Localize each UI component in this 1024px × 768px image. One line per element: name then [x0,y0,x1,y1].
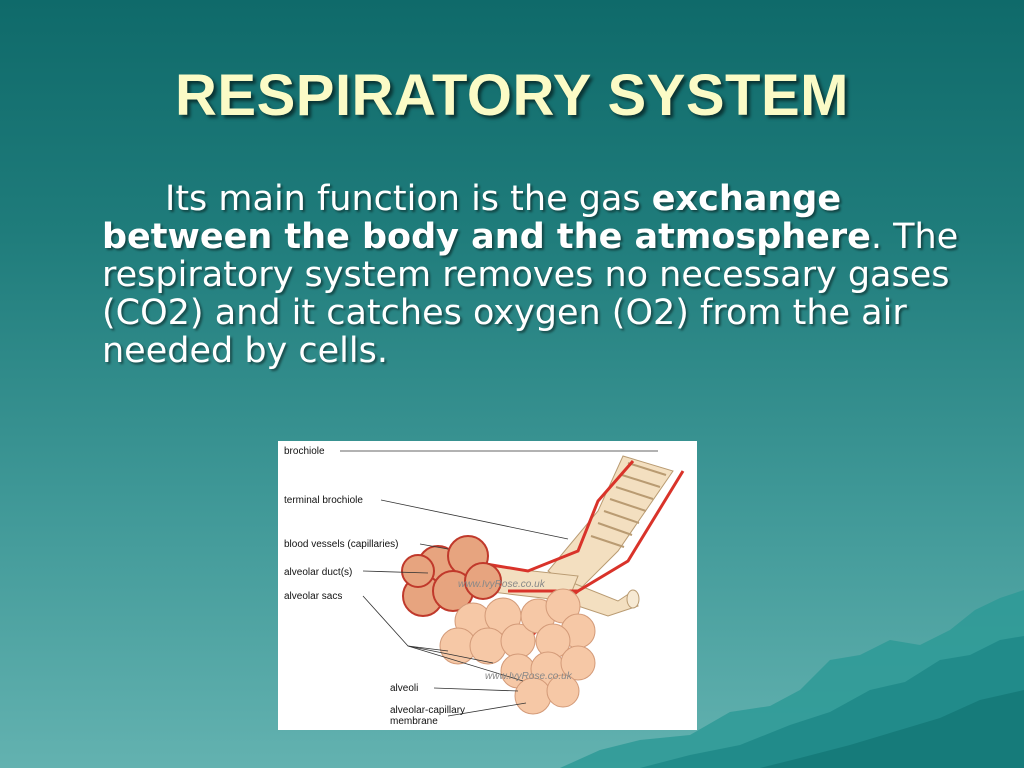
label-membrane-line1: alveolar-capillary [390,705,465,716]
label-alveoli: alveoli [390,683,418,694]
label-terminal-brochiole: terminal brochiole [284,495,363,506]
alveolar-sacs-capillary [401,535,502,617]
watermark-2: www.IvyRose.co.uk [485,671,573,682]
alveoli-cluster [439,588,596,715]
alveoli-diagram: brochiole terminal brochiole blood vesse… [278,441,697,730]
label-blood-vessels: blood vessels (capillaries) [284,539,399,550]
slide-title: RESPIRATORY SYSTEM [175,63,849,128]
body-paragraph: Its main function is the gas exchange be… [102,180,962,370]
leader-lines [340,450,658,717]
label-brochiole: brochiole [284,446,325,457]
alveoli-illustration: brochiole terminal brochiole blood vesse… [284,446,685,727]
paragraph-text-2: . The respiratory system removes no nece… [102,217,959,371]
label-membrane-line2: membrane [390,716,438,727]
label-alveolar-sacs: alveolar sacs [284,591,342,602]
paragraph-bold-text: exchange between the body and the atmosp… [102,179,871,257]
label-alveolar-ducts: alveolar duct(s) [284,567,352,578]
paragraph-text-1: Its main function is the gas [165,179,652,219]
watermark-1: www.IvyRose.co.uk [458,579,546,590]
